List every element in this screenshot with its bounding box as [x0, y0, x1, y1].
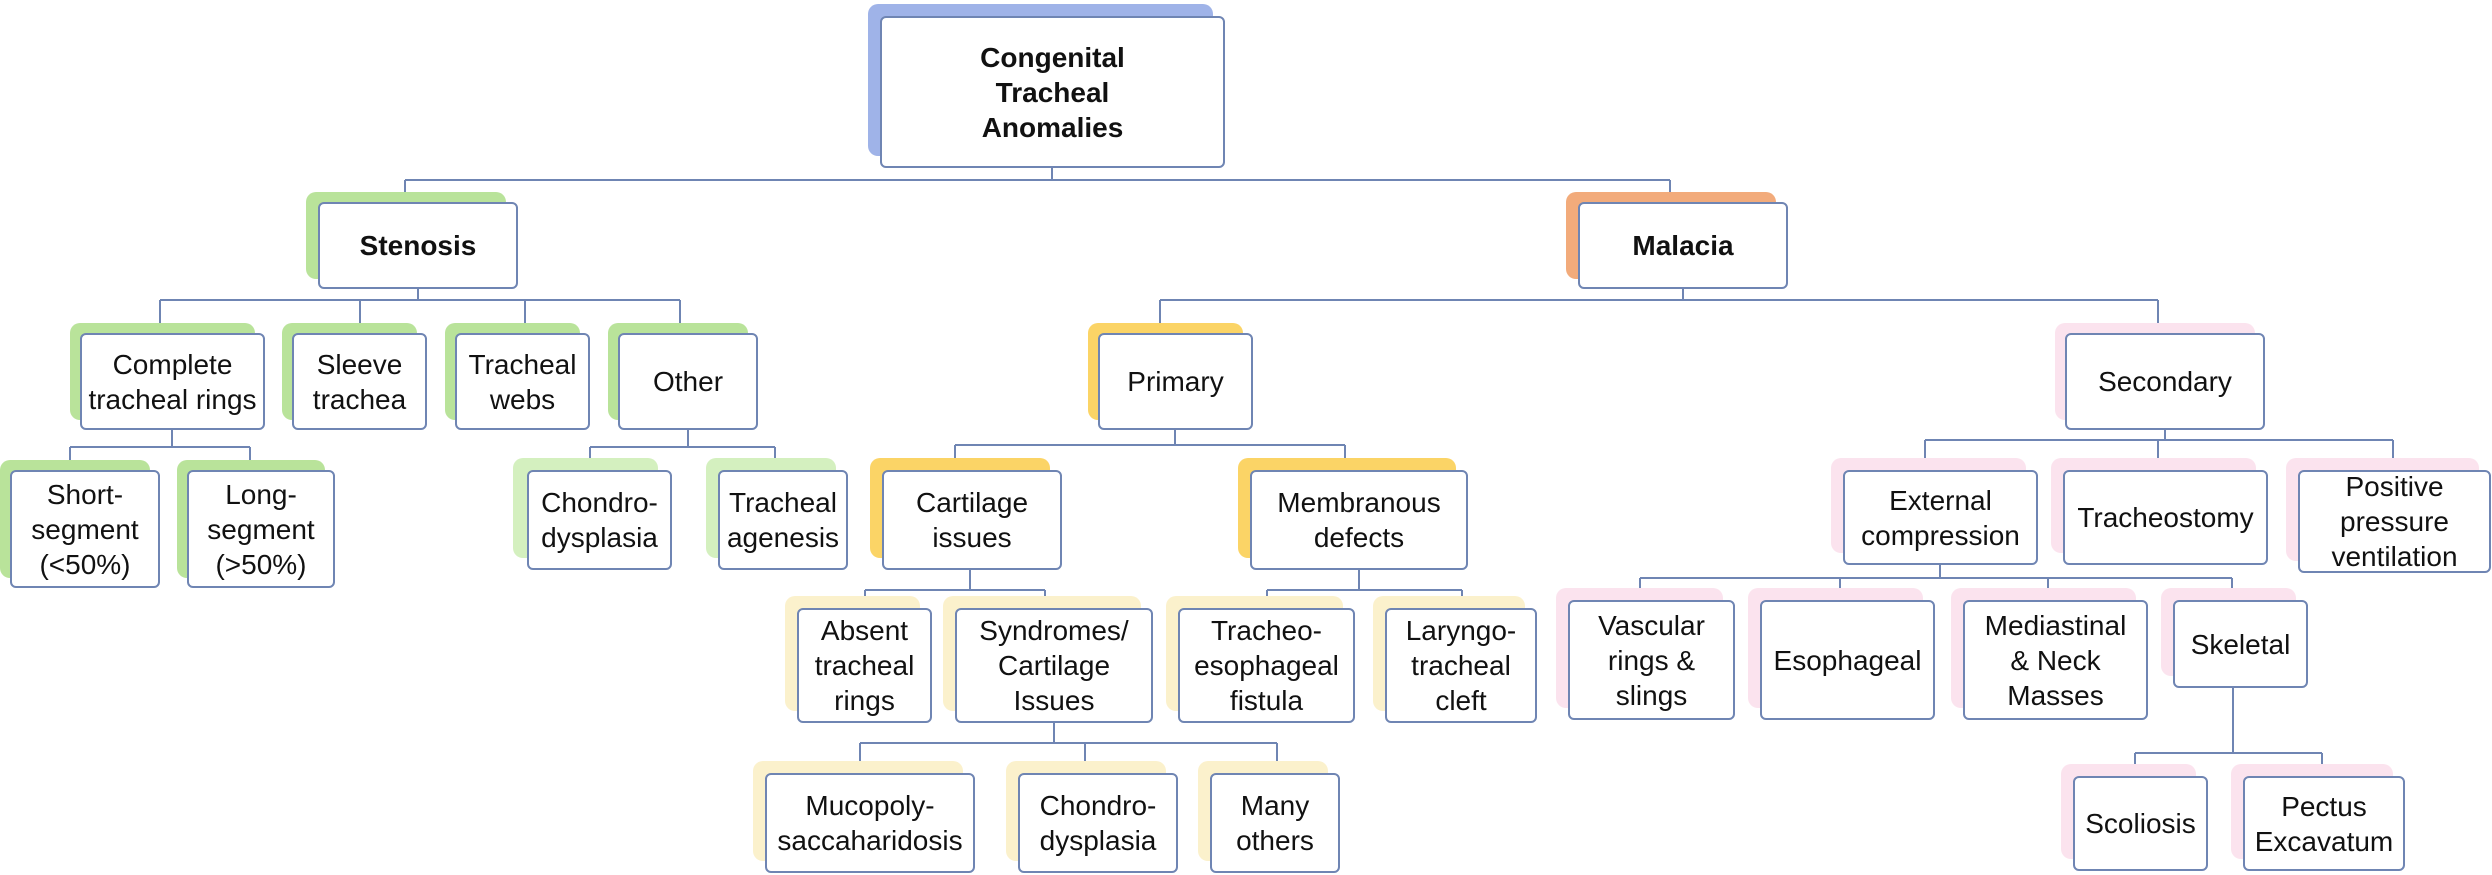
node-tracheostomy-label: Tracheostomy	[2063, 470, 2268, 565]
node-chondrodysplasia-stenosis: Chondro- dysplasia	[513, 458, 672, 570]
node-pectus-excavatum: Pectus Excavatum	[2231, 764, 2405, 871]
node-tracheal-agenesis-label: Tracheal agenesis	[718, 470, 848, 570]
node-chondrodysplasia-primary-label: Chondro- dysplasia	[1018, 773, 1178, 873]
node-external-compression-label: External compression	[1843, 470, 2038, 565]
node-cartilage-issues: Cartilage issues	[870, 458, 1062, 570]
node-secondary: Secondary	[2055, 323, 2265, 430]
node-positive-pressure-ventilation: Positive pressure ventilation	[2286, 458, 2491, 573]
node-mucopolysaccharidosis-label: Mucopoly- saccaharidosis	[765, 773, 975, 873]
node-mucopolysaccharidosis: Mucopoly- saccaharidosis	[753, 761, 975, 873]
node-syndromes-cartilage-label: Syndromes/ Cartilage Issues	[955, 608, 1153, 723]
node-tracheoesophageal-fistula: Tracheo- esophageal fistula	[1166, 596, 1355, 723]
node-many-others-label: Many others	[1210, 773, 1340, 873]
node-absent-tracheal-rings: Absent tracheal rings	[785, 596, 932, 723]
node-pectus-excavatum-label: Pectus Excavatum	[2243, 776, 2405, 871]
node-absent-tracheal-rings-label: Absent tracheal rings	[797, 608, 932, 723]
node-esophageal-label: Esophageal	[1760, 600, 1935, 720]
node-esophageal: Esophageal	[1748, 588, 1935, 720]
node-many-others: Many others	[1198, 761, 1340, 873]
node-primary-label: Primary	[1098, 333, 1253, 430]
node-secondary-label: Secondary	[2065, 333, 2265, 430]
node-short-segment-label: Short- segment (<50%)	[10, 470, 160, 588]
node-positive-pressure-ventilation-label: Positive pressure ventilation	[2298, 470, 2491, 573]
node-external-compression: External compression	[1831, 458, 2038, 565]
node-stenosis: Stenosis	[306, 192, 518, 289]
node-complete-tracheal-rings-label: Complete tracheal rings	[80, 333, 265, 430]
node-long-segment: Long- segment (>50%)	[177, 460, 335, 588]
node-complete-tracheal-rings: Complete tracheal rings	[70, 323, 265, 430]
node-membranous-defects-label: Membranous defects	[1250, 470, 1468, 570]
node-tracheal-agenesis: Tracheal agenesis	[706, 458, 848, 570]
node-tracheoesophageal-fistula-label: Tracheo- esophageal fistula	[1178, 608, 1355, 723]
node-root-label: Congenital Tracheal Anomalies	[880, 16, 1225, 168]
node-tracheal-webs: Tracheal webs	[445, 323, 590, 430]
node-other-label: Other	[618, 333, 758, 430]
node-primary: Primary	[1088, 323, 1253, 430]
node-mediastinal-neck-masses: Mediastinal & Neck Masses	[1951, 588, 2148, 720]
node-stenosis-label: Stenosis	[318, 202, 518, 289]
node-long-segment-label: Long- segment (>50%)	[187, 470, 335, 588]
node-syndromes-cartilage: Syndromes/ Cartilage Issues	[943, 596, 1153, 723]
node-chondrodysplasia-stenosis-label: Chondro- dysplasia	[527, 470, 672, 570]
node-membranous-defects: Membranous defects	[1238, 458, 1468, 570]
node-malacia: Malacia	[1566, 192, 1788, 289]
node-scoliosis-label: Scoliosis	[2073, 776, 2208, 871]
node-vascular-rings-slings: Vascular rings & slings	[1556, 588, 1735, 720]
node-other: Other	[608, 323, 758, 430]
node-tracheal-webs-label: Tracheal webs	[455, 333, 590, 430]
node-mediastinal-neck-masses-label: Mediastinal & Neck Masses	[1963, 600, 2148, 720]
node-malacia-label: Malacia	[1578, 202, 1788, 289]
node-skeletal: Skeletal	[2161, 588, 2308, 688]
node-skeletal-label: Skeletal	[2173, 600, 2308, 688]
node-sleeve-trachea: Sleeve trachea	[282, 323, 427, 430]
node-laryngotracheal-cleft: Laryngo- tracheal cleft	[1373, 596, 1537, 723]
node-sleeve-trachea-label: Sleeve trachea	[292, 333, 427, 430]
node-cartilage-issues-label: Cartilage issues	[882, 470, 1062, 570]
node-laryngotracheal-cleft-label: Laryngo- tracheal cleft	[1385, 608, 1537, 723]
node-short-segment: Short- segment (<50%)	[0, 460, 160, 588]
node-tracheostomy: Tracheostomy	[2051, 458, 2268, 565]
node-scoliosis: Scoliosis	[2061, 764, 2208, 871]
node-vascular-rings-slings-label: Vascular rings & slings	[1568, 600, 1735, 720]
node-root: Congenital Tracheal Anomalies	[868, 4, 1225, 168]
node-chondrodysplasia-primary: Chondro- dysplasia	[1006, 761, 1178, 873]
